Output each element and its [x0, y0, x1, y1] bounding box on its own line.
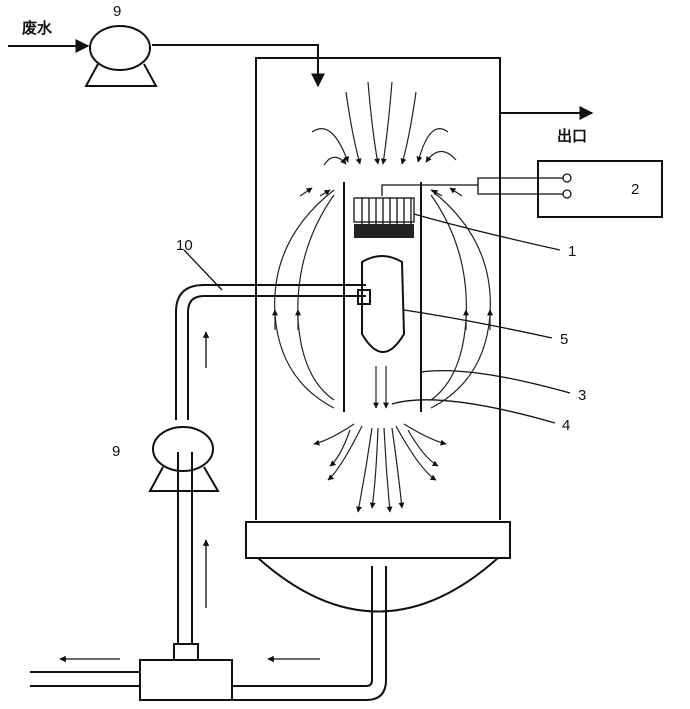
flow-arrows-left: [272, 187, 335, 409]
callout-1-label: 1: [568, 243, 576, 260]
flow-arrows-center: [373, 366, 389, 409]
outlet-label: 出口: [557, 127, 587, 145]
callout-4-label: 4: [562, 417, 570, 434]
lower-pump: 9: [112, 426, 220, 492]
outlet: 出口: [500, 106, 594, 145]
lower-pump-number: 9: [112, 443, 120, 460]
top-pump-number: 9: [113, 3, 121, 20]
callout-5-label: 5: [560, 331, 568, 348]
flow-arrows-right: [430, 187, 493, 409]
callouts: 1 5 3 4: [391, 213, 586, 434]
power-supply-number: 2: [631, 181, 639, 198]
nozzle-body: [361, 255, 406, 353]
electrode: [353, 197, 415, 238]
flow-arrows-top: [311, 81, 457, 166]
return-piping: [30, 452, 387, 701]
top-pump: 9: [84, 3, 158, 87]
callout-3-label: 3: [578, 387, 586, 404]
reactor-vessel: [245, 57, 511, 613]
power-supply: 2: [381, 160, 663, 218]
wastewater-inlet-line: 废水: [8, 19, 90, 53]
flow-arrows-bottom: [313, 423, 447, 513]
recycle-inlet-pipe: 10: [175, 237, 371, 420]
feed-pipe: [152, 44, 325, 88]
recycle-pipe-number: 10: [176, 237, 193, 254]
wastewater-label: 废水: [22, 19, 53, 37]
